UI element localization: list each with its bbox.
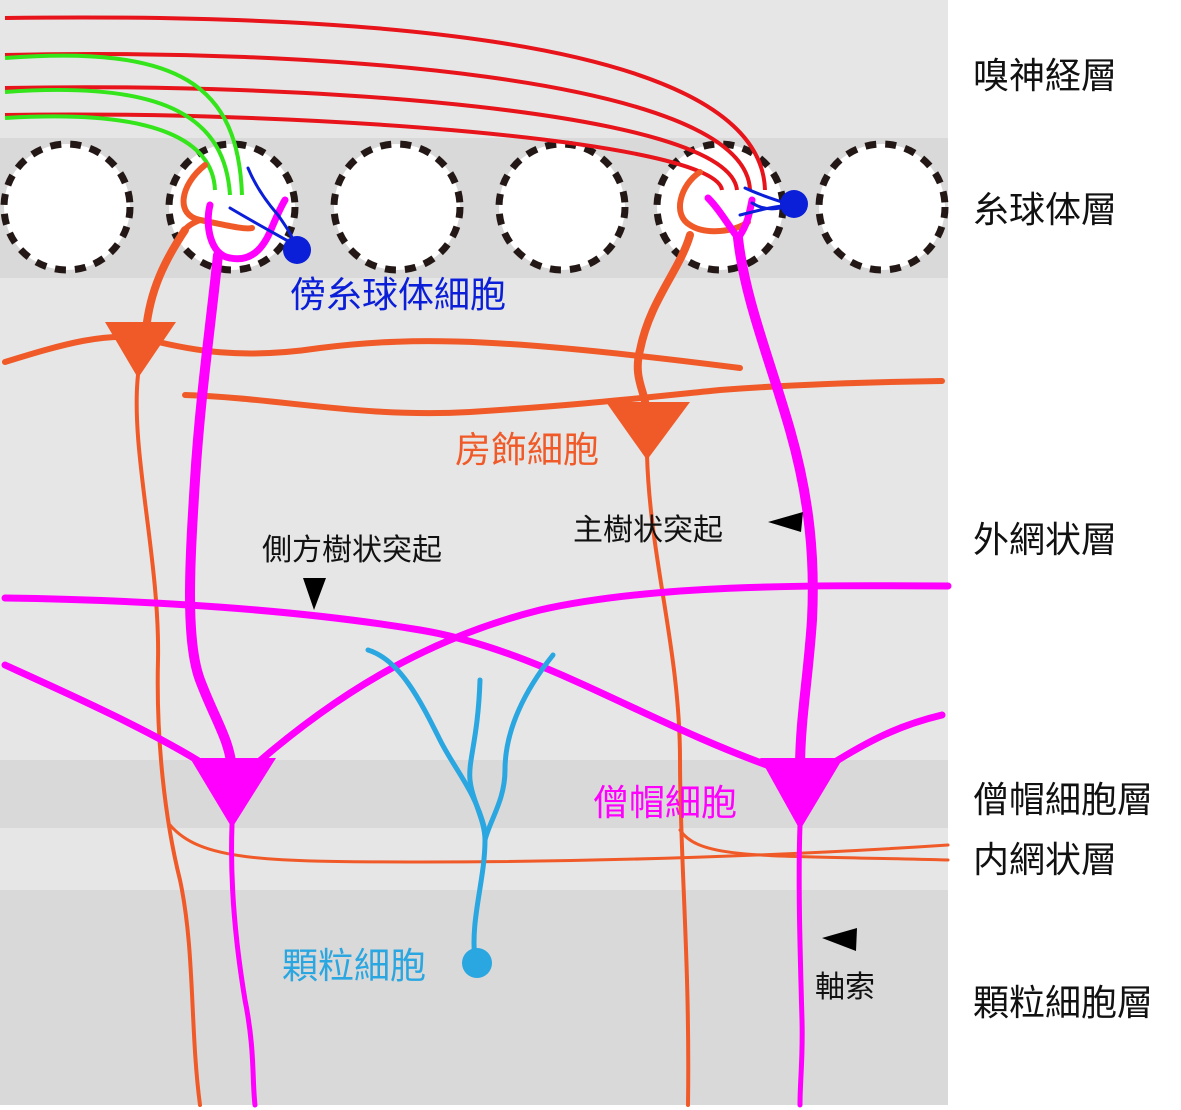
mitral-soma	[190, 758, 276, 828]
layer-labels: 嗅神経層 糸球体層 外網状層 僧帽細胞層 内網状層 顆粒細胞層	[973, 56, 1153, 1024]
olfactory-axon	[4, 85, 739, 191]
glomerulus	[815, 140, 949, 274]
granule-label: 顆粒細胞	[282, 946, 426, 987]
granule-dendrite	[467, 677, 488, 843]
lateral-dendrite-label: 側方樹状突起	[262, 533, 442, 568]
olfactory-axon	[4, 51, 752, 191]
tufted-axon-collateral	[168, 823, 950, 864]
primary-dendrite-label: 主樹状突起	[573, 513, 723, 548]
layer-label-internal-plexiform: 内網状層	[973, 840, 1117, 881]
annotation-pointers	[303, 512, 857, 951]
tufted-primary-dendrite	[142, 226, 189, 334]
mitral-axon	[229, 822, 258, 1108]
tufted-axon	[134, 373, 202, 1107]
tufted-soma	[105, 322, 176, 378]
olfactory-axon	[4, 114, 217, 191]
band-internal-plexiform	[0, 828, 948, 890]
glomerulus	[0, 140, 134, 274]
tufted-axon	[645, 453, 691, 1107]
layer-label-mitral-cell: 僧帽細胞層	[973, 780, 1153, 821]
tufted-label: 房飾細胞	[455, 430, 599, 471]
mitral-label: 僧帽細胞	[593, 783, 737, 824]
olfactory-axon	[4, 112, 724, 191]
granule-cell	[365, 647, 556, 963]
band-olfactory-nerve	[0, 0, 948, 138]
mitral-primary-dendrite	[733, 233, 818, 775]
axon-label: 軸索	[815, 970, 875, 1005]
layer-label-granule-cell: 顆粒細胞層	[973, 983, 1153, 1024]
periglomerular-process	[246, 166, 297, 247]
tufted-cells	[2, 162, 950, 1107]
tufted-soma	[606, 402, 690, 460]
mitral-axon	[796, 822, 805, 1108]
tufted-axon-collateral	[678, 828, 950, 862]
layer-label-glomerular: 糸球体層	[973, 190, 1117, 231]
periglomerular-soma	[283, 236, 311, 264]
olfactory-axon	[4, 53, 244, 196]
layer-label-olfactory-nerve: 嗅神経層	[973, 56, 1117, 97]
olfactory-axons-red	[4, 15, 767, 191]
tufted-lateral-dendrite	[2, 333, 743, 371]
periglomerular-label: 傍糸球体細胞	[290, 275, 506, 316]
layer-label-external-plexiform: 外網状層	[973, 520, 1117, 561]
tufted-somata	[105, 322, 690, 460]
granule-dendrite	[482, 652, 556, 843]
glomerulus	[495, 140, 629, 274]
glomerulus	[165, 140, 299, 274]
tufted-primary-dendrite	[633, 231, 694, 414]
mitral-soma	[760, 758, 843, 830]
periglomerular-soma	[780, 190, 808, 218]
lateral-dendrite-pointer	[303, 578, 326, 610]
primary-dendrite-pointer	[768, 512, 803, 532]
olfactory-axon	[4, 15, 767, 191]
mitral-somata	[190, 758, 843, 830]
periglomerular-process	[750, 201, 782, 211]
mitral-lateral-dendrite	[1, 594, 779, 772]
granule-soma	[462, 948, 492, 978]
glomerulus	[330, 140, 464, 274]
mitral-primary-dendrite	[185, 250, 237, 775]
mitral-lateral-dendrite	[1, 661, 209, 769]
mitral-lateral-dendrite	[826, 711, 946, 769]
mitral-cells	[1, 194, 952, 1108]
axon-pointer	[822, 928, 857, 951]
tufted-lateral-dendrite	[182, 378, 945, 417]
olfactory-axon	[4, 87, 232, 196]
olfactory-axons-green	[4, 53, 244, 196]
granule-dendrite-stem	[471, 837, 488, 963]
